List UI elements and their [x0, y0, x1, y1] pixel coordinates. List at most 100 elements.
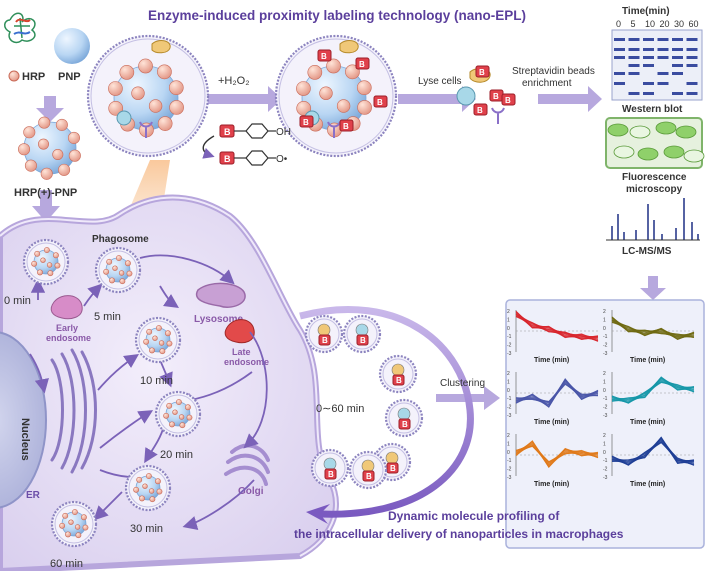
band — [686, 38, 698, 41]
ytick: 1 — [507, 379, 510, 385]
band — [657, 56, 669, 59]
vesicle-0min-particle — [31, 247, 61, 277]
ytick: -3 — [603, 475, 608, 481]
streptavidin-label-2: enrichment — [522, 78, 572, 89]
biotin-tag: B — [373, 95, 388, 108]
pnp-label: PNP — [58, 71, 81, 83]
lane-label: 60 — [689, 19, 699, 29]
late-endosome — [224, 319, 255, 344]
subtitle-line-1: Dynamic molecule profiling of — [388, 509, 560, 523]
arc-vesicle: B — [310, 448, 350, 488]
svg-text:B: B — [390, 464, 396, 473]
band — [672, 72, 683, 75]
late-endosome-label-1: Late — [232, 347, 251, 357]
arrow-to-clusters — [640, 276, 666, 300]
ytick: -2 — [603, 343, 608, 349]
time-0min: 0 min — [4, 295, 31, 307]
lane-label: 30 — [674, 19, 684, 29]
svg-text:B: B — [477, 106, 483, 115]
vesicle-60min-particle — [59, 509, 89, 539]
ytick: -2 — [507, 467, 512, 473]
arrow-down-hrp — [36, 96, 64, 122]
ytick: 2 — [603, 433, 606, 439]
cluster-xlabel: Time (min) — [630, 481, 665, 488]
band — [643, 48, 654, 51]
hrp-icon — [4, 12, 36, 44]
svg-text:B: B — [224, 127, 231, 137]
band — [628, 72, 640, 75]
arrow-to-analysis — [538, 86, 602, 112]
ytick: 2 — [507, 433, 510, 439]
band — [672, 38, 683, 41]
svg-text:B: B — [366, 472, 372, 481]
cell — [637, 147, 659, 161]
vesicle-10min-particle — [143, 325, 173, 355]
band — [614, 38, 625, 41]
arc-vesicle: B — [384, 398, 424, 438]
h2o2-label: +H₂O₂ — [218, 75, 249, 87]
band — [614, 82, 625, 85]
band — [614, 48, 625, 51]
band — [657, 48, 669, 51]
biotin-tag: B — [339, 119, 354, 132]
biotin-tag: B — [489, 89, 504, 102]
svg-text:B: B — [322, 336, 328, 345]
subtitle-line-2: the intracellular delivery of nanopartic… — [294, 527, 624, 541]
ytick: -1 — [507, 334, 512, 340]
hrp-label: HRP — [22, 71, 45, 83]
band — [628, 92, 640, 95]
ytick: 0 — [507, 326, 510, 332]
streptavidin-label-1: Streptavidin beads — [512, 66, 595, 77]
arrow-into-cell — [32, 190, 60, 222]
ytick: -3 — [507, 475, 512, 481]
svg-text:B: B — [328, 470, 334, 479]
lcms-spectrum: LC-MS/MS — [606, 198, 700, 257]
svg-text:B: B — [479, 68, 485, 77]
time-arc-head — [306, 504, 330, 524]
svg-text:B: B — [303, 118, 309, 127]
band — [628, 48, 640, 51]
ytick: -2 — [603, 467, 608, 473]
lysosome-label: Lysosome — [194, 314, 244, 325]
biotin-tag: B — [317, 49, 332, 62]
time-30min: 30 min — [130, 523, 163, 535]
biotin-tag: B — [473, 103, 488, 116]
cell — [655, 121, 677, 135]
cluster-xlabel: Time (min) — [630, 357, 665, 364]
vesicle-20min-particle — [163, 399, 193, 429]
band — [686, 64, 698, 67]
band — [686, 56, 698, 59]
svg-text:B: B — [224, 154, 231, 164]
ytick: 0 — [507, 450, 510, 456]
early-endosome-label-1: Early — [56, 323, 78, 333]
fluorescence-label-1: Fluorescence — [622, 172, 687, 183]
ytick: 2 — [603, 371, 606, 377]
arrow-to-labeling — [200, 86, 282, 112]
svg-text:B: B — [396, 376, 402, 385]
ytick: 0 — [603, 450, 606, 456]
time-60min: 60 min — [50, 558, 83, 570]
arc-vesicle: B — [348, 450, 388, 490]
ytick: 1 — [603, 317, 606, 323]
band — [657, 38, 669, 41]
phenol-reaction: B OH B O• — [202, 123, 291, 166]
biotin-tag: B — [355, 57, 370, 70]
cell — [683, 149, 705, 163]
ytick: -1 — [603, 396, 608, 402]
western-header: Time(min) — [622, 6, 670, 17]
time-10min: 10 min — [140, 375, 173, 387]
ytick: 1 — [603, 379, 606, 385]
svg-text:B: B — [377, 98, 383, 107]
ytick: -3 — [507, 413, 512, 419]
late-endosome-label-2: endosome — [224, 357, 269, 367]
biotin-tag: B — [501, 93, 516, 106]
band — [643, 92, 654, 95]
band — [672, 56, 683, 59]
cluster-xlabel: Time (min) — [534, 357, 569, 364]
